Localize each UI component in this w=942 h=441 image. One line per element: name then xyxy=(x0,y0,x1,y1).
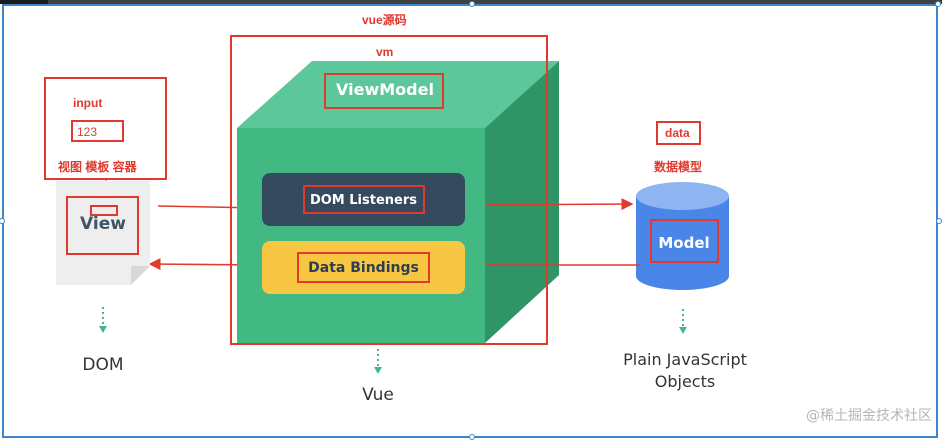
dom-listeners-highlight xyxy=(303,185,425,214)
window-tab xyxy=(0,0,48,4)
view-label: View xyxy=(80,214,126,234)
dom-listeners-label: DOM Listeners xyxy=(309,193,418,208)
viewmodel-label: ViewModel xyxy=(336,80,434,99)
watermark: @稀土掘金技术社区 xyxy=(806,408,932,424)
vue-caption: Vue xyxy=(362,385,394,405)
cube-side-face xyxy=(485,61,559,343)
template-annotation-box xyxy=(44,77,167,180)
resize-handle-left[interactable] xyxy=(0,218,5,224)
input-value-box xyxy=(71,120,124,142)
vm-annotation-box xyxy=(230,35,548,345)
resize-handle-top[interactable] xyxy=(469,1,475,7)
view-input-highlight xyxy=(90,205,118,216)
data-bindings-panel xyxy=(262,241,465,294)
view-template-annotation: 视图 模板 容器 xyxy=(58,160,137,174)
cube-front-face xyxy=(237,128,485,343)
view-highlight xyxy=(66,196,139,255)
vm-annotation: vm xyxy=(376,45,394,59)
vue-source-annotation: vue源码 xyxy=(362,13,407,27)
dom-listeners-panel xyxy=(262,173,465,226)
dom-caption: DOM xyxy=(82,355,124,375)
data-bindings-highlight xyxy=(297,252,430,283)
data-model-annotation: 数据模型 xyxy=(654,160,703,174)
arrow-listeners-to-model xyxy=(464,198,634,211)
plain-js-caption-line2: Objects xyxy=(654,372,716,391)
dotted-arrow-model xyxy=(679,309,687,334)
resize-handle-top-right[interactable] xyxy=(935,1,941,7)
cube-top-face xyxy=(237,61,559,128)
data-bindings-label: Data Bindings xyxy=(308,260,419,276)
model-highlight xyxy=(650,219,719,263)
dotted-arrow-dom xyxy=(99,307,107,333)
dotted-arrow-vue xyxy=(374,349,382,374)
input-value: 123 xyxy=(77,125,98,139)
input-annotation: input xyxy=(73,96,103,110)
plain-js-caption-line1: Plain JavaScript xyxy=(623,350,747,369)
model-label: Model xyxy=(658,234,710,252)
view-document-fold xyxy=(131,266,150,285)
data-annotation: data xyxy=(665,126,690,140)
viewmodel-highlight xyxy=(324,73,444,109)
data-annotation-box xyxy=(656,121,701,145)
resize-handle-bottom[interactable] xyxy=(469,434,475,440)
